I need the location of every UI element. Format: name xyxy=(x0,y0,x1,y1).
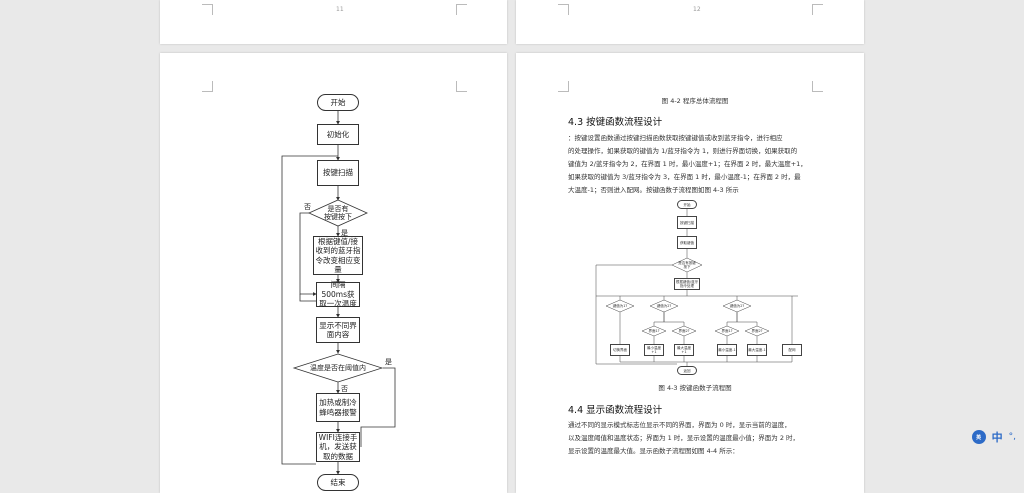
ime-logo-icon[interactable]: 英 xyxy=(971,430,986,444)
scan-box: 按键扫描 xyxy=(317,160,359,186)
paragraph-line: 大温度-1；否则进入配网。按键函数子流程图如图 4-3 所示 xyxy=(568,186,739,194)
mini-process: 根据键值/蓝牙 指令处理 xyxy=(674,278,700,290)
mini-decision-1: 是否有按键 按下 xyxy=(678,261,696,269)
corner-mark xyxy=(456,81,467,92)
corner-mark xyxy=(812,81,823,92)
paragraph-line: ：按键设置函数通过按键扫描函数获取按键键值或收到蓝牙指令，进行相应 xyxy=(568,134,783,142)
paragraph-line: 通过不同的显示模式标志位显示不同的界面，界面为 0 时，显示当前的温度， xyxy=(568,421,791,429)
ime-punctuation-toggle[interactable]: °, xyxy=(1008,432,1016,442)
page-number: 11 xyxy=(336,6,344,13)
corner-mark xyxy=(558,4,569,15)
corner-mark xyxy=(456,4,467,15)
start-terminal: 开始 xyxy=(317,94,359,111)
display-box: 显示不同界面内容 xyxy=(316,317,360,343)
mini-decision-7: 界面2? xyxy=(751,329,763,333)
section-4-4-title: 4.4 显示函数流程设计 xyxy=(568,405,663,416)
mini-min-minus: 最小温度-1 xyxy=(717,344,737,356)
label-yes-temp: 是 xyxy=(385,358,392,366)
ime-chinese-toggle[interactable]: 中 xyxy=(991,431,1003,444)
decision-key-shape xyxy=(292,199,384,383)
page-12: 12 xyxy=(516,0,864,44)
paragraph-line: 以及温度阈值和温度状态；界面为 1 时，显示设置的温度最小值；界面为 2 时， xyxy=(568,434,800,442)
page-14 xyxy=(516,53,864,493)
corner-mark xyxy=(202,4,213,15)
decision-key-text: 是否有 按键按下 xyxy=(324,204,352,222)
paragraph-line: 如果获取的键值为 3/蓝牙指令为 3，在界面 1 时，最小温度-1；在界面 2 … xyxy=(568,173,801,181)
label-no: 否 xyxy=(304,203,311,211)
page-11: 11 xyxy=(160,0,507,44)
mini-decision-5: 界面2? xyxy=(678,329,690,333)
label-no-temp: 否 xyxy=(341,385,348,393)
mini-flowchart-connectors xyxy=(595,209,798,366)
mini-scan: 按键扫描 xyxy=(677,216,697,229)
mini-max-minus: 最大温度-1 xyxy=(747,344,767,356)
page-number: 12 xyxy=(693,6,701,13)
mini-decision-3: 键值为2? xyxy=(656,304,672,308)
corner-mark xyxy=(558,81,569,92)
ime-toolbar[interactable]: 英 中 °, xyxy=(971,429,1016,445)
corner-mark xyxy=(812,4,823,15)
mini-network: 配网 xyxy=(782,344,802,356)
label-yes: 是 xyxy=(341,229,348,237)
interval-box: 间隔500ms获取一次温度 xyxy=(316,280,360,308)
section-4-3-body: ：按键设置函数通过按键扫描函数获取按键键值或收到蓝牙指令，进行相应 的处理操作，… xyxy=(568,132,818,197)
alarm-box: 加热或制冷蜂鸣器报警 xyxy=(316,393,360,422)
wifi-box: WIFI连接手机，发送获取的数据 xyxy=(316,432,360,462)
mini-max-plus: 最大温度+1 xyxy=(674,344,694,356)
mini-min-plus: 最小温度+1 xyxy=(644,344,664,356)
figure-caption-4-2: 图 4-2 程序总体流程图 xyxy=(661,97,729,105)
paragraph-line: 键值为 2/蓝牙指令为 2，在界面 1 时，最小温度+1；在界面 2 时，最大温… xyxy=(568,160,807,168)
mini-start: 开始 xyxy=(677,200,697,209)
section-4-4-body: 通过不同的显示模式标志位显示不同的界面，界面为 0 时，显示当前的温度， 以及温… xyxy=(568,419,818,458)
figure-caption-4-3: 图 4-3 按键函数子流程图 xyxy=(658,384,732,392)
flowchart-connectors xyxy=(281,111,396,475)
section-4-3-title: 4.3 按键函数流程设计 xyxy=(568,117,663,128)
corner-mark xyxy=(202,81,213,92)
init-box: 初始化 xyxy=(317,124,359,145)
mini-switch-screen: 切换界面 xyxy=(610,344,630,356)
mini-end: 返回 xyxy=(677,366,697,375)
paragraph-line: 的处理操作，如果获取的键值为 1/蓝牙指令为 1，则进行界面切换，如果获取的 xyxy=(568,147,798,155)
decision-temp-text: 温度是否在阈值内 xyxy=(310,363,366,372)
mini-decision-2: 键值为1? xyxy=(612,304,628,308)
mini-get-key: 获取键值 xyxy=(677,236,697,249)
mini-decision-6: 界面1? xyxy=(721,329,733,333)
paragraph-line: 显示设置的温度最大值。显示函数子流程图如图 4-4 所示： xyxy=(568,447,739,455)
mini-decision-8: 键值为2? xyxy=(729,304,745,308)
mini-decision-4: 界面1? xyxy=(648,329,660,333)
process-key-box: 根据键值/接收到的蓝牙指令改变相应变量 xyxy=(313,236,363,275)
